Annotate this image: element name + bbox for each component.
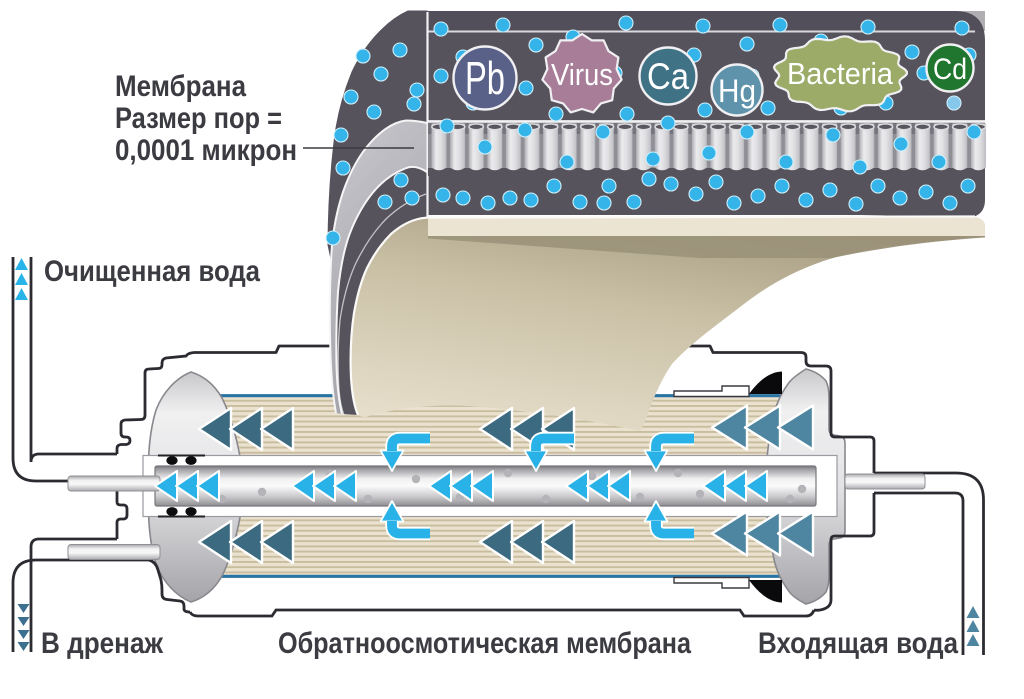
svg-text:Hg: Hg bbox=[718, 73, 756, 109]
svg-text:В дренаж: В дренаж bbox=[41, 627, 164, 660]
svg-text:Мембрана: Мембрана bbox=[115, 70, 246, 103]
svg-text:Virus: Virus bbox=[551, 57, 613, 92]
svg-text:Pb: Pb bbox=[465, 52, 505, 104]
svg-text:Размер пор =: Размер пор = bbox=[115, 102, 282, 135]
svg-text:Cd: Cd bbox=[933, 53, 967, 86]
svg-text:Входящая вода: Входящая вода bbox=[758, 627, 958, 660]
svg-text:Ca: Ca bbox=[647, 56, 689, 97]
svg-text:Bacteria: Bacteria bbox=[787, 56, 894, 91]
svg-text:Очищенная вода: Очищенная вода bbox=[44, 255, 260, 288]
svg-text:Обратноосмотическая мембрана: Обратноосмотическая мембрана bbox=[278, 627, 691, 660]
svg-text:0,0001 микрон: 0,0001 микрон bbox=[115, 134, 297, 167]
